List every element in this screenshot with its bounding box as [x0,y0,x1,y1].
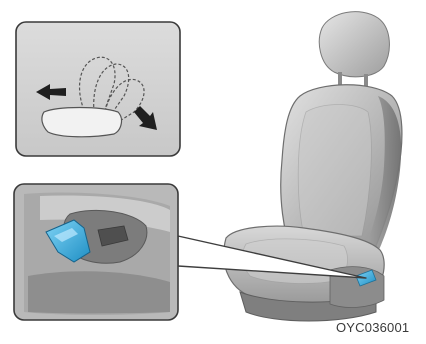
closeup-trim [28,271,170,313]
lever-closeup-inset [14,184,178,320]
seat-back-panel [298,105,371,237]
inset-seat-cushion [42,108,122,137]
motion-diagram-inset [16,22,180,156]
figure-code-label: OYC036001 [336,320,426,335]
headrest [319,12,389,77]
